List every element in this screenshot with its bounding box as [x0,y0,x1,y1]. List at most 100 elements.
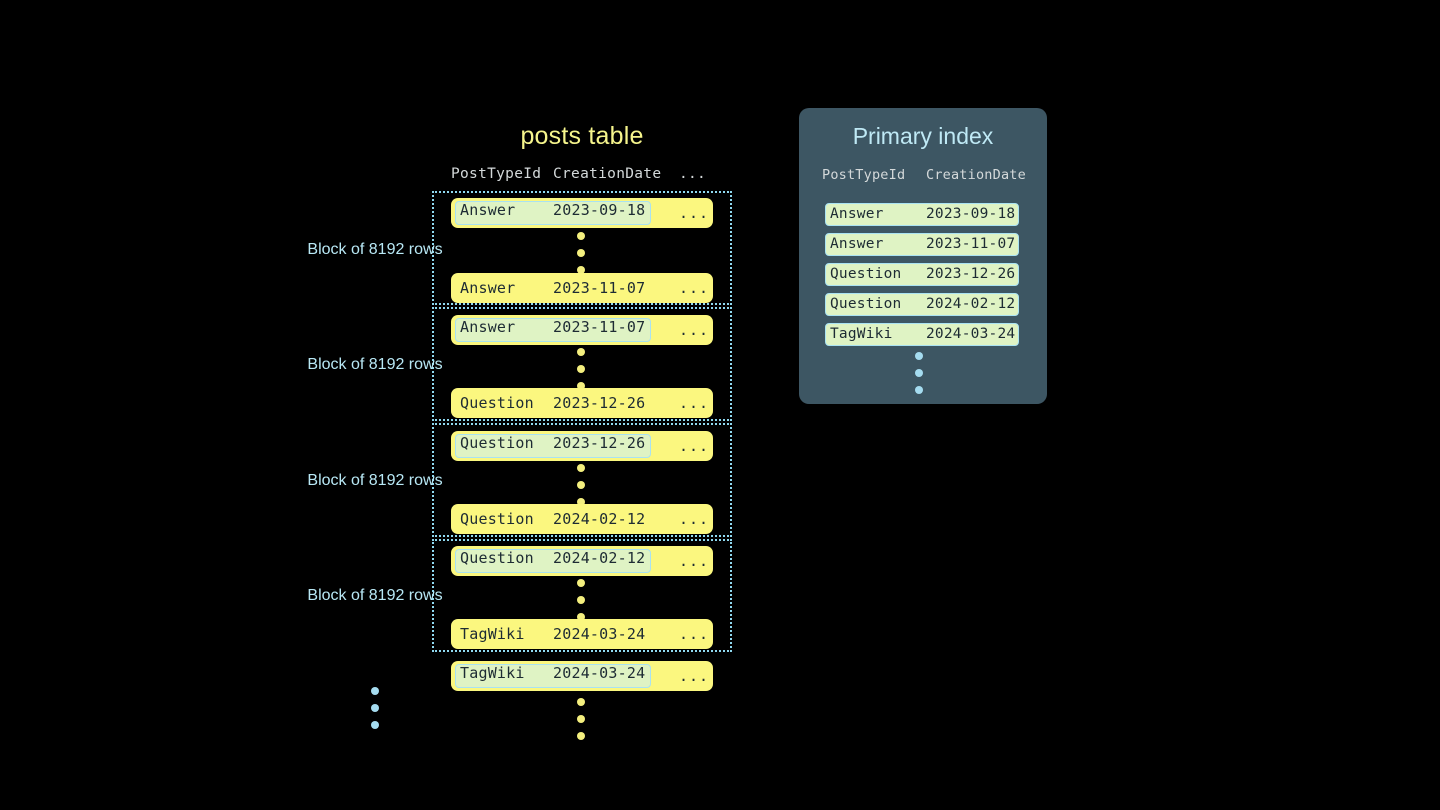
cell-posttypeid: TagWiki [460,664,525,682]
block-label-3: Block of 8192 rows [300,470,450,491]
table-row: TagWiki 2024-03-24 ... [451,661,713,691]
block-frame-3 [432,423,732,537]
block-frame-2 [432,307,732,421]
cell-creationdate: 2024-02-12 [553,549,646,567]
cell-posttypeid: Question [460,394,534,412]
dot [577,249,585,257]
dot [577,464,585,472]
dot [915,352,923,360]
cell-more: ... [679,510,710,528]
cell-creationdate: 2023-09-18 [553,201,646,219]
cell-posttypeid: Question [460,549,534,567]
column-header-posttypeid: PostTypeId [451,166,542,182]
table-row: Question 2023-12-26 ... [451,388,713,418]
index-cell-creationdate: 2024-02-12 [926,296,1016,312]
row-ellipsis-dots [577,464,587,515]
index-cell-posttypeid: Question [830,296,902,312]
index-cell-posttypeid: Answer [830,206,884,222]
blocks-continuation-dots [371,687,381,738]
row-ellipsis-dots [577,348,587,399]
cell-more: ... [679,394,710,412]
table-row: Question 2023-12-26 ... [451,431,713,461]
posts-table-column-headers: PostTypeId CreationDate ... [451,166,713,186]
index-cell-creationdate: 2023-09-18 [926,206,1016,222]
row-highlight-chip [455,664,651,688]
block-label-4: Block of 8192 rows [300,585,450,606]
index-cell-posttypeid: Question [830,266,902,282]
dot [577,596,585,604]
dot [577,715,585,723]
cell-more: ... [679,279,710,297]
dot [577,481,585,489]
block-label-line1: Block of 8192 rows [307,241,443,258]
cell-posttypeid: Answer [460,318,516,336]
index-cell-posttypeid: TagWiki [830,326,893,342]
index-entry: Question 2023-12-26 [825,263,1019,286]
cell-creationdate: 2023-11-07 [553,279,646,297]
posts-table-title: posts table [520,122,644,150]
row-highlight-chip [455,318,651,342]
index-entry: Answer 2023-09-18 [825,203,1019,226]
dot [577,579,585,587]
table-row: Answer 2023-09-18 ... [451,198,713,228]
primary-index-title: Primary index [852,123,994,149]
cell-more: ... [679,437,710,455]
row-highlight-chip [455,549,651,573]
dot [577,732,585,740]
index-cell-creationdate: 2023-11-07 [926,236,1016,252]
block-label-1: Block of 8192 rows [300,239,450,260]
dot [577,698,585,706]
cell-posttypeid: TagWiki [460,625,525,643]
primary-index-column-headers: PostTypeId CreationDate [822,167,1026,187]
dot [915,386,923,394]
block-label-line1: Block of 8192 rows [307,356,443,373]
table-row: Answer 2023-11-07 ... [451,273,713,303]
dot [915,369,923,377]
table-continuation-dots [577,698,587,749]
dot [371,687,379,695]
index-column-header-creationdate: CreationDate [926,167,1026,183]
dot [371,704,379,712]
index-column-header-posttypeid: PostTypeId [822,167,906,183]
index-cell-creationdate: 2023-12-26 [926,266,1016,282]
cell-posttypeid: Answer [460,279,516,297]
row-highlight-chip [455,201,651,225]
row-ellipsis-dots [577,232,587,283]
block-label-line1: Block of 8192 rows [307,587,443,604]
dot [577,232,585,240]
block-label-line1: Block of 8192 rows [307,472,443,489]
cell-more: ... [679,667,710,685]
index-entry: Question 2024-02-12 [825,293,1019,316]
index-cell-creationdate: 2024-03-24 [926,326,1016,342]
dot [577,382,585,390]
dot [577,348,585,356]
table-row: Question 2024-02-12 ... [451,504,713,534]
cell-creationdate: 2024-03-24 [553,664,646,682]
dot [577,613,585,621]
cell-more: ... [679,625,710,643]
row-highlight-chip [455,434,651,458]
cell-more: ... [679,204,710,222]
table-row: Answer 2023-11-07 ... [451,315,713,345]
primary-index-panel: Primary index [799,108,1047,404]
block-label-2: Block of 8192 rows [300,354,450,375]
cell-posttypeid: Question [460,434,534,452]
index-entry: TagWiki 2024-03-24 [825,323,1019,346]
dot [577,266,585,274]
row-ellipsis-dots [577,579,587,630]
cell-posttypeid: Question [460,510,534,528]
cell-posttypeid: Answer [460,201,516,219]
index-cell-posttypeid: Answer [830,236,884,252]
block-frame-1 [432,191,732,305]
cell-creationdate: 2023-11-07 [553,318,646,336]
cell-more: ... [679,321,710,339]
index-entry: Answer 2023-11-07 [825,233,1019,256]
dot [577,498,585,506]
cell-creationdate: 2024-03-24 [553,625,646,643]
table-row: Question 2024-02-12 ... [451,546,713,576]
dot [577,365,585,373]
cell-creationdate: 2023-12-26 [553,434,646,452]
cell-creationdate: 2024-02-12 [553,510,646,528]
cell-creationdate: 2023-12-26 [553,394,646,412]
